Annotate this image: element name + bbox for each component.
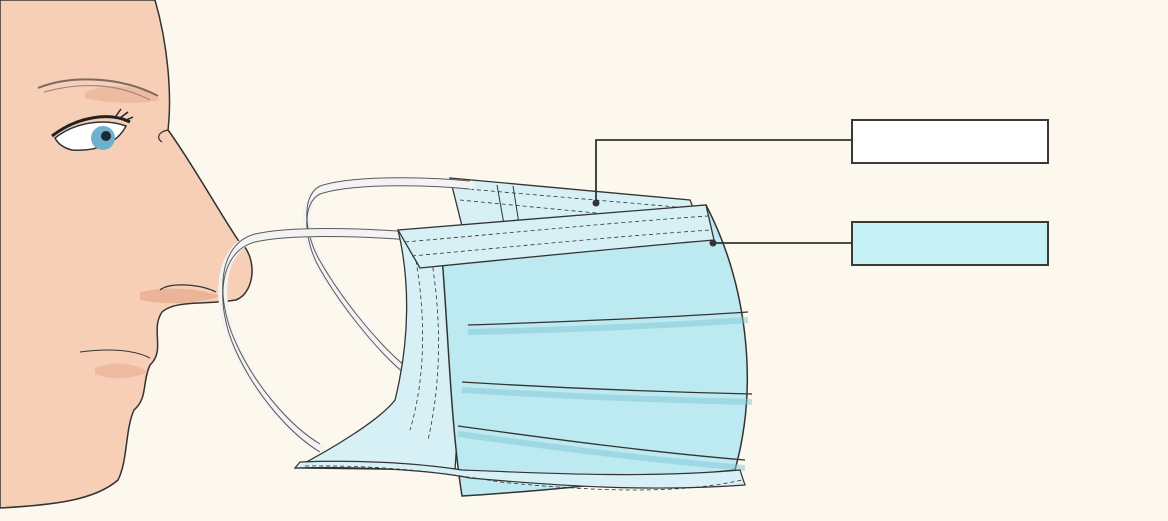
nostril — [159, 284, 217, 293]
mask-pleat-3 — [457, 425, 746, 461]
leader-dot-inner — [709, 239, 717, 247]
nostril-shadow — [140, 288, 220, 304]
eye — [51, 108, 134, 151]
leader-line-outer — [595, 139, 851, 203]
face-profile — [0, 0, 253, 509]
mask-pleat-2 — [461, 381, 753, 395]
leader-dot-outer — [592, 199, 600, 207]
lip-shadow — [95, 363, 148, 379]
mask-front — [293, 204, 753, 497]
leader-lines — [592, 139, 851, 247]
eyebrow — [37, 78, 159, 97]
mask-side-flap — [294, 229, 471, 471]
ear-loops — [218, 177, 475, 453]
nose-line — [158, 129, 169, 143]
label-box-inner-layer — [851, 221, 1049, 266]
brow-shadow — [85, 85, 160, 103]
lip-line — [79, 349, 151, 359]
ear-loop-front — [218, 228, 415, 453]
label-box-outer-layer — [851, 119, 1049, 164]
mask-pleat-1 — [467, 311, 749, 326]
